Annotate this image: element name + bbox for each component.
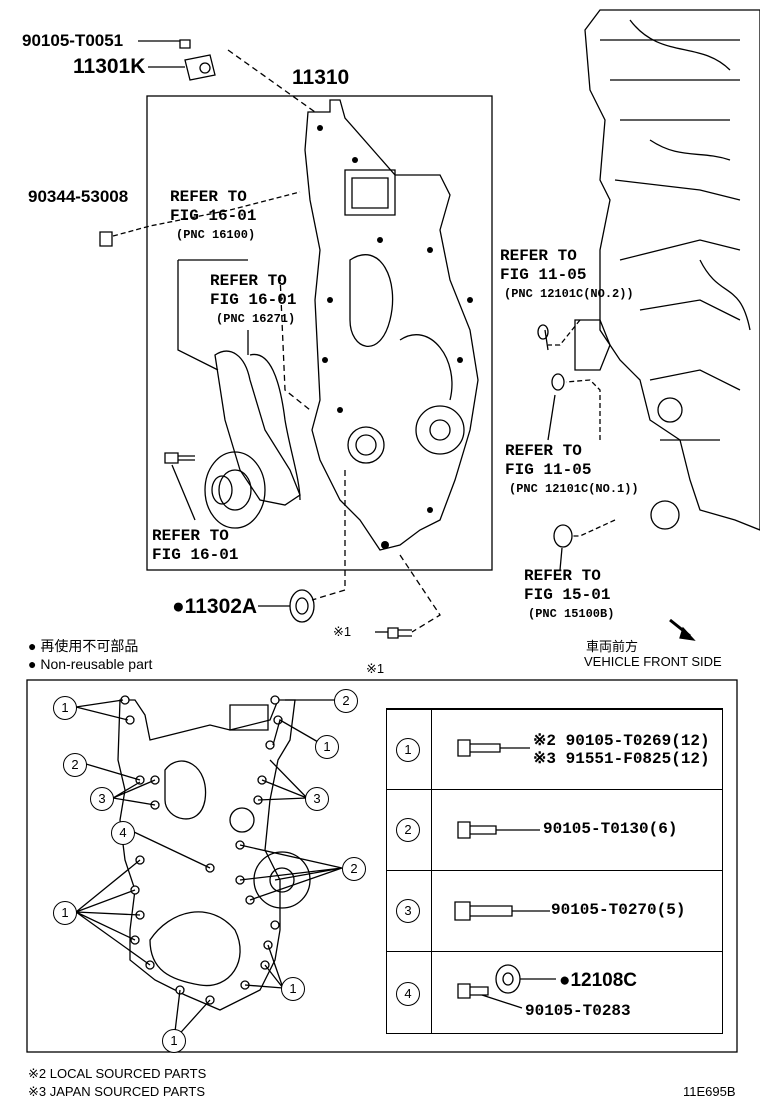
table-row: 1 ※2 90105-T0269(12) ※3 91551-F0825(12) xyxy=(387,709,722,790)
legend-en: ● Non-reusable part xyxy=(28,656,153,672)
part-number[interactable]: 90105-T0270(5) xyxy=(551,901,686,919)
refer-line1: REFER TO xyxy=(170,188,247,206)
label-11301K[interactable]: 11301K xyxy=(73,55,146,78)
refer-line1: REFER TO xyxy=(152,527,229,545)
callout-3: 3 xyxy=(305,787,329,811)
table-row: 4 ●12108C 90105-T0283 xyxy=(387,951,722,1034)
callout-2: 2 xyxy=(63,753,87,777)
refer-line3: (PNC 12101C(NO.2)) xyxy=(504,287,634,301)
refer-line2: FIG 16-01 xyxy=(152,546,239,564)
refer-line3: (PNC 16100) xyxy=(176,228,256,242)
table-divider xyxy=(431,709,432,1033)
callout-1: 1 xyxy=(162,1029,186,1053)
row-number: 1 xyxy=(396,738,420,762)
refer-fig-11-05-no2[interactable]: REFER TO FIG 11-05 (PNC 12101C(NO.2)) xyxy=(500,247,634,304)
vehicle-front-jp: 車両前方 xyxy=(586,639,639,654)
callout-2: 2 xyxy=(342,857,366,881)
row-number: 2 xyxy=(396,818,420,842)
refer-fig-11-05-no1[interactable]: REFER TO FIG 11-05 (PNC 12101C(NO.1)) xyxy=(505,442,639,499)
part-number[interactable]: ※2 90105-T0269(12) xyxy=(533,732,710,750)
refer-line2: FIG 11-05 xyxy=(505,461,592,479)
part-number[interactable]: 90105-T0283 xyxy=(525,1002,631,1020)
footnote-japan: ※3 JAPAN SOURCED PARTS xyxy=(28,1084,206,1099)
refer-line1: REFER TO xyxy=(500,247,577,265)
callout-2: 2 xyxy=(334,689,358,713)
callout-1: 1 xyxy=(53,901,77,925)
refer-line1: REFER TO xyxy=(505,442,582,460)
part-number[interactable]: ※3 91551-F0825(12) xyxy=(533,750,710,768)
table-row: 3 90105-T0270(5) xyxy=(387,870,722,952)
callout-3: 3 xyxy=(90,787,114,811)
mark1-small: ※1 xyxy=(333,624,352,639)
refer-fig-16-01-pnc-16271[interactable]: REFER TO FIG 16-01 (PNC 16271) xyxy=(210,272,296,329)
refer-fig-16-01-pnc-16100[interactable]: REFER TO FIG 16-01 (PNC 16100) xyxy=(170,188,256,245)
refer-line3: (PNC 16271) xyxy=(216,312,296,326)
bolt-table: 1 ※2 90105-T0269(12) ※3 91551-F0825(12) … xyxy=(386,708,723,1034)
callout-1: 1 xyxy=(281,977,305,1001)
callout-4: 4 xyxy=(111,821,135,845)
label-11310[interactable]: 11310 xyxy=(292,66,350,89)
refer-line2: FIG 16-01 xyxy=(210,291,297,309)
callout-1: 1 xyxy=(53,696,77,720)
refer-line1: REFER TO xyxy=(210,272,287,290)
refer-line3: (PNC 15100B) xyxy=(528,607,615,621)
mark1-detail: ※1 xyxy=(366,661,385,676)
refer-fig-16-01-pump[interactable]: REFER TO FIG 16-01 xyxy=(152,527,238,565)
footnote-local: ※2 LOCAL SOURCED PARTS xyxy=(28,1066,207,1081)
part-frame xyxy=(146,95,493,571)
label-90344-53008[interactable]: 90344-53008 xyxy=(28,187,129,206)
part-number[interactable]: 90105-T0130(6) xyxy=(543,820,678,838)
refer-fig-15-01[interactable]: REFER TO FIG 15-01 (PNC 15100B) xyxy=(524,567,614,624)
refer-line1: REFER TO xyxy=(524,567,601,585)
legend-jp: ● 再使用不可部品 xyxy=(28,638,139,654)
label-90105-T0051[interactable]: 90105-T0051 xyxy=(22,31,124,50)
refer-line2: FIG 15-01 xyxy=(524,586,611,604)
refer-line2: FIG 11-05 xyxy=(500,266,587,284)
part-number[interactable]: ●12108C xyxy=(559,970,638,991)
row-number: 3 xyxy=(396,899,420,923)
refer-line3: (PNC 12101C(NO.1)) xyxy=(509,482,639,496)
callout-1: 1 xyxy=(315,735,339,759)
figure-code: 11E695B xyxy=(683,1084,736,1099)
refer-line2: FIG 16-01 xyxy=(170,207,257,225)
label-11302A[interactable]: ●11302A xyxy=(172,595,258,618)
table-row: 2 90105-T0130(6) xyxy=(387,789,722,871)
row-number: 4 xyxy=(396,982,420,1006)
vehicle-front-en: VEHICLE FRONT SIDE xyxy=(584,654,722,669)
